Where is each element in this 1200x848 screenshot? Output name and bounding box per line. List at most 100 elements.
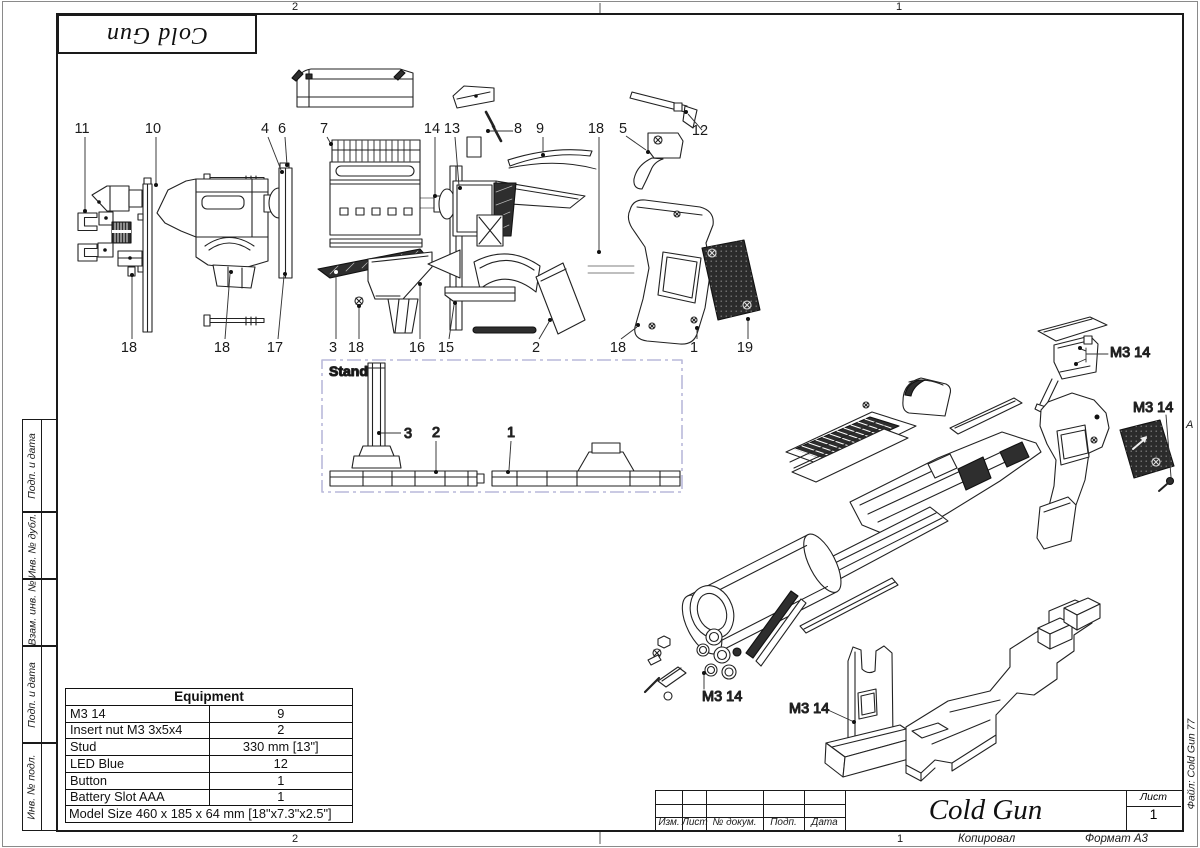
gost-label-col: Инв. № дубл. (23, 513, 42, 578)
stand-base-right (491, 442, 681, 487)
gost-box-1: Подп. и дата (22, 419, 57, 512)
fastener-label: M3 14 (789, 701, 829, 717)
tb-line (1126, 806, 1181, 808)
callout: 10 (145, 121, 161, 137)
tb-line (706, 791, 708, 830)
equip-qty: 9 (208, 704, 353, 723)
callout: 2 (532, 340, 540, 356)
fastener-label: M3 14 (1133, 400, 1173, 416)
blade-part (507, 149, 597, 170)
stand-pole (351, 362, 402, 469)
equip-name: Stud (65, 738, 210, 756)
callout: 18 (610, 340, 626, 356)
stand-base-left (329, 470, 485, 487)
iso-exploded-view: M3 14 M3 14 M3 14 M3 14 (643, 316, 1175, 782)
callout: 18 (588, 121, 604, 137)
title-stamp-text: Cold Gun (105, 21, 208, 48)
model-size-note: Model Size 460 x 185 x 64 mm [18"x7.3"x2… (65, 805, 353, 823)
iso-screw-cluster (643, 635, 687, 701)
iso-stand-tower (824, 645, 919, 778)
zone-marker-bottom-2: 2 (292, 833, 299, 845)
gost-label-col: Взам. инв. № (23, 580, 42, 645)
stand-callout: 3 (404, 426, 412, 442)
gost-label-col: Подп. и дата (23, 647, 42, 742)
side-exploded-view (77, 68, 761, 345)
equip-name: Button (65, 771, 210, 790)
equip-qty: 1 (208, 771, 353, 790)
zone-marker-top-1: 1 (896, 1, 903, 13)
gost-label: Подп. и дата (26, 661, 39, 728)
rear-body (156, 178, 269, 289)
file-note: Файл: Cold Gun 77 (1183, 697, 1200, 831)
tb-line (656, 817, 845, 819)
stand-section-title: Stand (329, 363, 368, 379)
callout: 5 (619, 121, 627, 137)
zone-marker-top-2: 2 (292, 1, 299, 13)
zone-marker-right-a: A (1186, 419, 1194, 431)
callout: 9 (536, 121, 544, 137)
iso-leaders (702, 346, 1172, 724)
stand-section: Stand 3 2 1 (321, 359, 683, 493)
iso-grip-panel (1119, 419, 1175, 492)
backplate-part (137, 177, 153, 333)
gost-label-col: Подп. и дата (23, 420, 42, 511)
callout: 18 (214, 340, 230, 356)
equip-name: Battery Slot AAA (65, 788, 210, 807)
title-stamp: Cold Gun (57, 14, 257, 54)
gost-box-3: Взам. инв. № (22, 579, 57, 646)
grip-panel (701, 239, 761, 321)
iso-dark-rod (745, 590, 807, 667)
stand-callout: 1 (507, 425, 515, 441)
stand-callout: 2 (432, 425, 440, 441)
callout: 18 (121, 340, 137, 356)
callout: 8 (514, 121, 522, 137)
iso-rear-cap (902, 377, 952, 417)
side-view-leaders (83, 110, 750, 340)
file-note-text: Файл: Cold Gun 77 (1185, 718, 1198, 810)
tb-line (682, 791, 684, 830)
gost-box-2: Инв. № дубл. (22, 512, 57, 579)
ribbed-receiver (317, 139, 433, 334)
tb-col-data: Дата (811, 817, 838, 828)
top-cover (291, 68, 414, 108)
copied-by-label: Копировал (958, 833, 1016, 845)
gost-box-4: Подп. и дата (22, 646, 57, 743)
callout: 12 (692, 123, 708, 139)
drawing-title: Cold Gun (928, 793, 1043, 826)
gost-label: Инв. № дубл. (26, 513, 39, 578)
callout: 7 (320, 121, 328, 137)
iso-top-rail (785, 401, 917, 483)
callout: 3 (329, 340, 337, 356)
tb-col-dokum: № докум. (712, 817, 757, 828)
front-assembly (427, 180, 586, 335)
callout: 16 (409, 340, 425, 356)
sheet-word: Лист (1139, 791, 1168, 803)
trigger-part (633, 132, 684, 190)
grip-frame (627, 199, 714, 345)
iso-grip-assembly (1036, 392, 1110, 550)
stand-leaders (377, 431, 512, 474)
tb-col-list: Лист (682, 817, 708, 828)
tb-line (763, 791, 765, 830)
callout: 17 (267, 340, 283, 356)
fastener-label: M3 14 (1110, 345, 1150, 361)
callout: 13 (444, 121, 460, 137)
sight-part (452, 85, 503, 158)
equip-name: Insert nut M3 3x5x4 (65, 721, 210, 740)
iso-base-plate (905, 597, 1101, 782)
callout: 11 (74, 121, 89, 137)
sheet-number: 1 (1149, 806, 1158, 822)
iso-fin-blade (949, 397, 1023, 435)
tb-col-izm: Изм. (658, 817, 680, 828)
rear-small-parts (77, 185, 143, 277)
iso-muzzle (689, 585, 742, 680)
rail-bar-part (629, 91, 698, 129)
